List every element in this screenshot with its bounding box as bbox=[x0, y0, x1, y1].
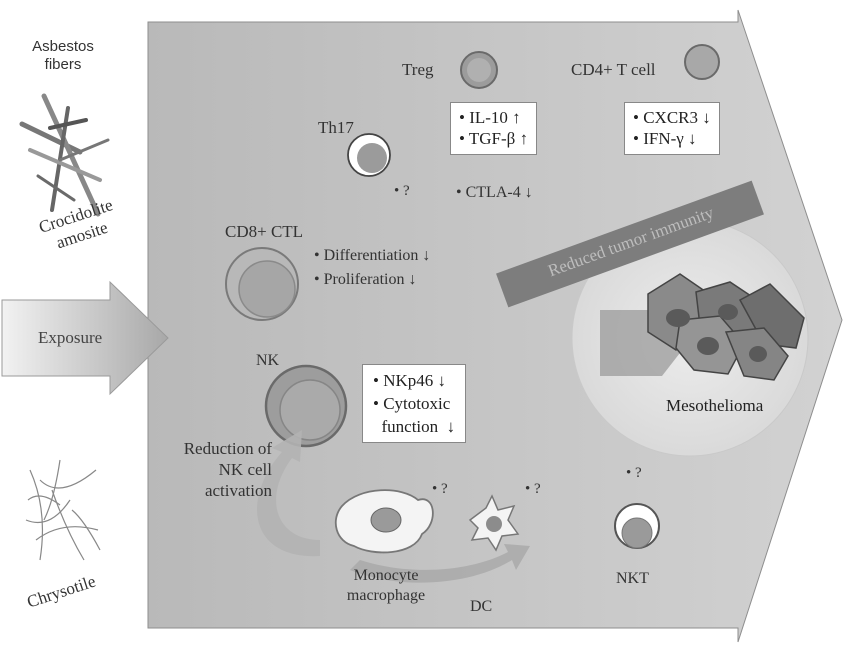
asbestos-label-line1: Asbestos bbox=[32, 38, 94, 55]
nk-reduction-arrow bbox=[257, 430, 320, 557]
monocyte-label-line2: macrophage bbox=[346, 587, 426, 604]
treg-cytokine-box: • IL-10 ↑ • TGF-β ↑ bbox=[450, 102, 538, 155]
nk-reduction-line1: Reduction of bbox=[183, 439, 272, 458]
proliferation-item: • Proliferation ↓ bbox=[314, 271, 417, 288]
il10-item: • IL-10 ↑ bbox=[459, 108, 521, 127]
exposure-arrow bbox=[1, 280, 169, 396]
reduced-immunity-banner bbox=[496, 180, 764, 308]
crocidolite-fibers-icon bbox=[19, 93, 110, 217]
ctla4-item: • CTLA-4 ↓ bbox=[456, 184, 533, 201]
cd8-effects: • Differentiation ↓ • Proliferation ↓ bbox=[314, 244, 430, 292]
mesothelioma-label: Mesothelioma bbox=[666, 396, 764, 415]
chrysotile-fibers-icon bbox=[25, 459, 101, 561]
monocyte-dc-arrow bbox=[350, 544, 530, 583]
th17-question: • ? bbox=[394, 183, 410, 199]
dc-question: • ? bbox=[525, 481, 541, 497]
th17-label: Th17 bbox=[318, 118, 354, 137]
asbestos-label-line2: fibers bbox=[44, 56, 82, 73]
nk-label: NK bbox=[256, 352, 280, 369]
monocyte-question: • ? bbox=[432, 481, 448, 497]
main-arrow bbox=[147, 9, 843, 643]
cytotoxic-function-item: function ↓ bbox=[373, 417, 456, 436]
cd8-label: CD8+ CTL bbox=[225, 222, 304, 241]
nkt-label: NKT bbox=[616, 570, 649, 587]
differentiation-item: • Differentiation ↓ bbox=[314, 247, 431, 264]
tgfb-item: • TGF-β ↑ bbox=[459, 129, 529, 149]
nkt-question: • ? bbox=[626, 465, 642, 481]
nk-reduction-line2: NK cell bbox=[218, 460, 272, 479]
monocyte-label: Monocyte macrophage bbox=[336, 566, 436, 606]
ifng-item: • IFN-γ ↓ bbox=[633, 129, 697, 149]
cytotoxic-item: • Cytotoxic bbox=[373, 394, 451, 413]
exposure-label: Exposure bbox=[38, 328, 103, 347]
asbestos-fibers-label: Asbestos fibers bbox=[30, 38, 96, 74]
monocyte-label-line1: Monocyte bbox=[353, 567, 419, 584]
nk-reduction-line3: activation bbox=[204, 481, 272, 500]
cd4-label: CD4+ T cell bbox=[571, 60, 656, 79]
nk-effects-box: • NKp46 ↓ • Cytotoxic function ↓ bbox=[362, 364, 467, 443]
dc-label: DC bbox=[470, 598, 493, 615]
nkp46-item: • NKp46 ↓ bbox=[373, 371, 447, 390]
cd4-cytokine-box: • CXCR3 ↓ • IFN-γ ↓ bbox=[624, 102, 720, 155]
cd4-cell bbox=[684, 44, 720, 80]
cxcr3-item: • CXCR3 ↓ bbox=[633, 108, 711, 127]
treg-label: Treg bbox=[402, 60, 434, 79]
nk-reduction-text: Reduction of NK cell activation bbox=[152, 438, 272, 501]
mesothelioma-cells bbox=[647, 273, 805, 381]
